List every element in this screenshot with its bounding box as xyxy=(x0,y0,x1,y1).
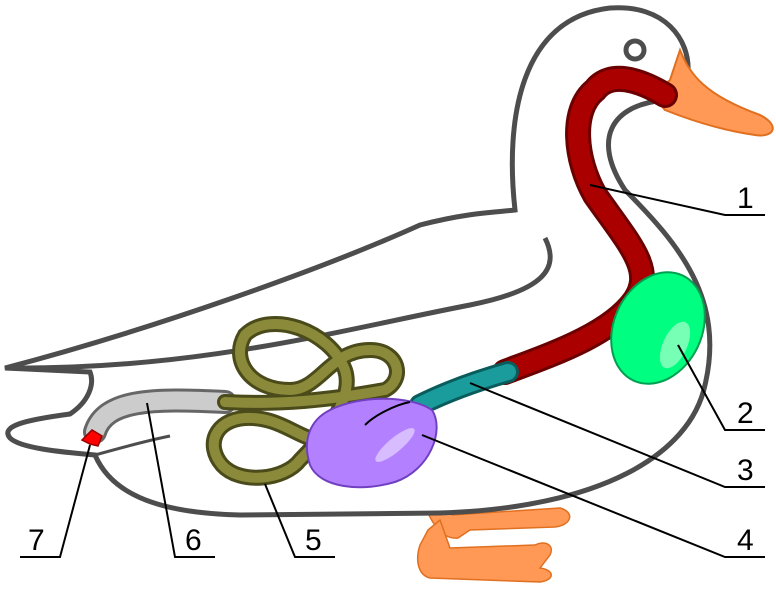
gizzard-line xyxy=(364,401,411,426)
label-7: 7 xyxy=(28,524,45,557)
tail-line xyxy=(94,434,171,457)
proventriculus-fill xyxy=(412,364,516,413)
leader-lines xyxy=(20,184,765,558)
crop-highlight xyxy=(659,321,691,369)
label-4: 4 xyxy=(737,524,754,557)
label-6: 6 xyxy=(185,524,202,557)
large-intestine-fill xyxy=(86,391,234,441)
leader-6 xyxy=(146,402,215,558)
small-intestine xyxy=(205,316,405,486)
leader-7 xyxy=(20,444,91,558)
label-5: 5 xyxy=(305,524,322,557)
label-2: 2 xyxy=(737,397,754,430)
gizzard-highlight xyxy=(375,428,415,462)
leader-3 xyxy=(469,382,765,488)
leader-1 xyxy=(589,184,765,216)
esophagus-fill xyxy=(495,68,675,382)
eye-icon xyxy=(623,38,647,62)
cloaca xyxy=(80,429,103,447)
label-3: 3 xyxy=(737,454,754,487)
leader-4 xyxy=(421,434,765,558)
gizzard xyxy=(305,397,438,489)
wing-outline xyxy=(4,236,553,371)
leader-2 xyxy=(677,344,765,431)
duck-body-outline xyxy=(4,5,713,518)
label-1: 1 xyxy=(737,182,754,215)
leader-5 xyxy=(264,483,335,558)
